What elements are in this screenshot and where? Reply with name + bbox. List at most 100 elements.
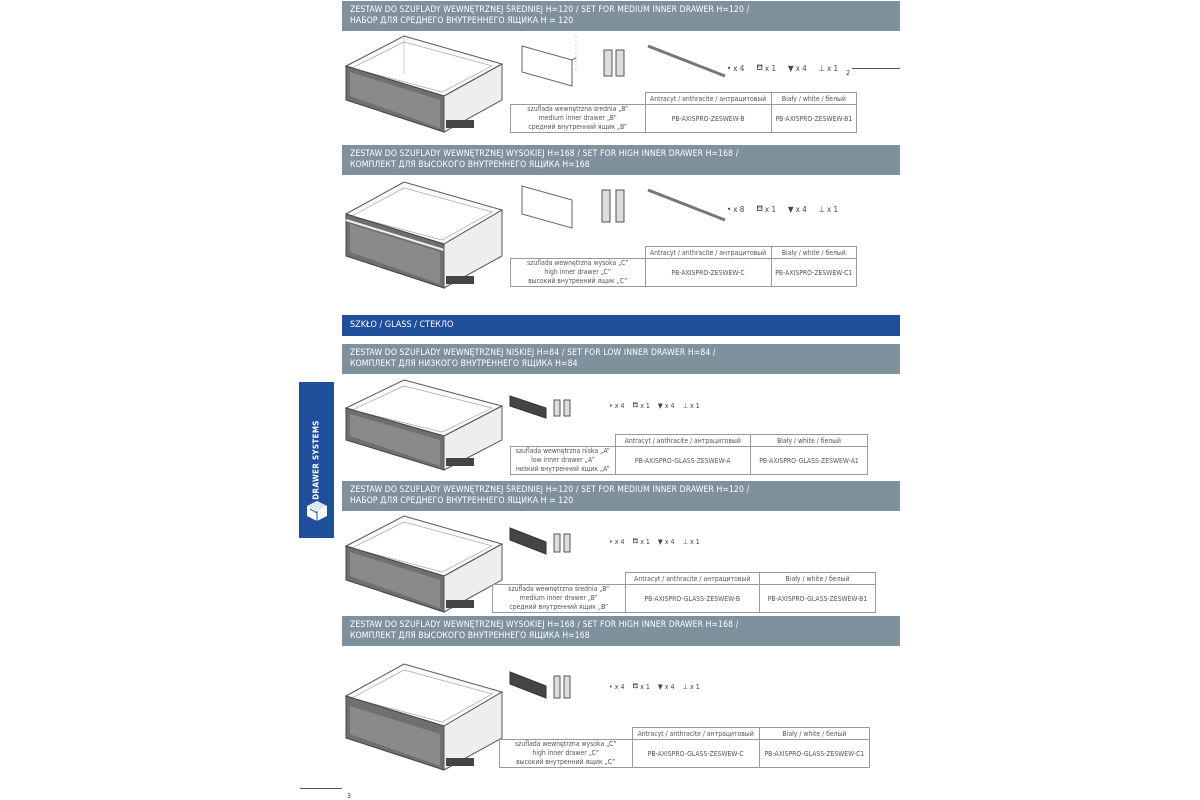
parts-illustration	[509, 395, 571, 419]
margin-number: 2	[846, 69, 851, 77]
code-anthracite: PB-AXISPRO-ZESWEW-B	[644, 104, 772, 133]
bracket-icon: ⛾	[632, 682, 639, 690]
parts-illustration	[521, 185, 726, 229]
header-anthracite: Antracyt / anthracite / антрацитовый	[614, 434, 751, 447]
header-anthracite: Antracyt / anthracite / антрацитовый	[624, 572, 760, 585]
screw-icon: •	[727, 204, 732, 214]
set-header-4: ZESTAW DO SZUFLADY WEWNĘTRZNEJ ŚREDNIEJ …	[342, 481, 900, 511]
bracket-icon: ⛾	[632, 401, 639, 409]
accessories-list: •x 8 ⛾x 1 ▼x 4 ⊥x 1	[727, 204, 838, 214]
screw-qty: x 4	[614, 682, 625, 691]
clip-icon: ⊥	[682, 537, 689, 546]
drawer-systems-tab: DRAWER SYSTEMS	[299, 382, 334, 538]
clip-qty: x 1	[690, 682, 700, 691]
screw-qty: x 8	[733, 204, 745, 214]
margin-rule	[852, 68, 900, 69]
product-desc: szuflada wewnętrzna wysoka „C”high inner…	[510, 258, 646, 287]
clip-icon: ⊥	[818, 204, 825, 214]
code-anthracite: PB-AXISPRO-ZESWEW-C	[644, 258, 772, 287]
bracket-qty: x 1	[640, 537, 650, 546]
bolt-icon: ▼	[657, 537, 663, 546]
set-title-line1: ZESTAW DO SZUFLADY WEWNĘTRZNEJ WYSOKIEJ …	[350, 149, 739, 159]
parts-illustration	[509, 527, 571, 555]
set-title-line2: КОМПЛЕКТ ДЛЯ НИЗКОГО ВНУТРЕННЕГО ЯЩИКА Н…	[350, 359, 578, 369]
product-table: Antracyt / anthracite / антрацитовый Bia…	[510, 92, 858, 133]
bracket-icon: ⛾	[632, 537, 639, 545]
bracket-qty: x 1	[764, 204, 777, 214]
code-anthracite: PB-AXISPRO-GLASS-ZESWEW-B	[624, 584, 760, 613]
screw-qty: x 4	[614, 537, 625, 546]
drawer-illustration	[344, 181, 504, 289]
code-white: PB-AXISPRO-GLASS-ZESWEW-B1	[758, 584, 877, 613]
set-header-2: ZESTAW DO SZUFLADY WEWNĘTRZNEJ WYSOKIEJ …	[342, 145, 900, 175]
code-anthracite: PB-AXISPRO-GLASS-ZESWEW-C	[631, 739, 760, 768]
header-anthracite: Antracyt / anthracite / антрацитовый	[631, 727, 760, 740]
glass-section-bar: SZKŁO / GLASS / СТЕКЛО	[342, 315, 900, 336]
bracket-qty: x 1	[764, 63, 777, 73]
header-white: Biały / white / белый	[770, 246, 858, 259]
accessories-list: •x 4 ⛾x 1 ▼x 4 ⊥x 1	[727, 63, 838, 73]
bolt-qty: x 4	[795, 63, 807, 73]
product-desc: szuflada wewnętrzna średnia „B”medium in…	[492, 584, 626, 613]
bolt-icon: ▼	[657, 401, 663, 410]
set-header-1: ZESTAW DO SZUFLADY WEWNĘTRZNEJ ŚREDNIEJ …	[342, 1, 900, 31]
page-number: 3	[347, 792, 352, 800]
bolt-qty: x 4	[795, 204, 807, 214]
drawer-illustration	[344, 35, 504, 133]
screw-qty: x 4	[614, 401, 625, 410]
drawer-illustration	[344, 663, 504, 771]
screw-icon: •	[609, 537, 613, 546]
clip-qty: x 1	[690, 537, 700, 546]
set-title-line1: ZESTAW DO SZUFLADY WEWNĘTRZNEJ WYSOKIEJ …	[350, 620, 739, 630]
product-table: Antracyt / anthracite / антрацитовый Bia…	[492, 572, 877, 613]
accessories-list: •x 4 ⛾x 1 ▼x 4 ⊥x 1	[609, 537, 700, 546]
clip-qty: x 1	[827, 204, 839, 214]
drawer-box-icon	[307, 501, 327, 521]
accessories-list: •x 4 ⛾x 1 ▼x 4 ⊥x 1	[609, 401, 700, 410]
screw-icon: •	[609, 401, 613, 410]
bolt-icon: ▼	[788, 204, 794, 214]
product-desc: szuflada wewnętrzna niska „A”low inner d…	[510, 446, 616, 475]
product-table: Antracyt / anthracite / антрацитовый Bia…	[510, 246, 858, 287]
screw-icon: •	[609, 682, 613, 691]
parts-illustration	[509, 671, 571, 699]
bolt-qty: x 4	[664, 537, 675, 546]
drawer-illustration	[344, 379, 504, 471]
code-anthracite: PB-AXISPRO-GLASS-ZESWEW-A	[614, 446, 751, 475]
product-table: Antracyt / anthracite / антрацитовый Bia…	[499, 727, 871, 768]
set-title-line2: НАБОР ДЛЯ СРЕДНЕГО ВНУТРЕННЕГО ЯЩИКА Н =…	[350, 16, 574, 26]
clip-qty: x 1	[690, 401, 700, 410]
accessories-list: •x 4 ⛾x 1 ▼x 4 ⊥x 1	[609, 682, 700, 691]
code-white: PB-AXISPRO-ZESWEW-B1	[770, 104, 858, 133]
bracket-icon: ⛾	[756, 204, 763, 213]
set-title-line2: НАБОР ДЛЯ СРЕДНЕГО ВНУТРЕННЕГО ЯЩИКА Н =…	[350, 496, 574, 506]
bolt-icon: ▼	[788, 63, 794, 73]
header-anthracite: Antracyt / anthracite / антрацитовый	[644, 246, 772, 259]
drawer-systems-label: DRAWER SYSTEMS	[311, 420, 321, 500]
bracket-qty: x 1	[640, 401, 650, 410]
screw-icon: •	[727, 63, 732, 73]
set-header-3: ZESTAW DO SZUFLADY WEWNĘTRZNEJ NISKIEJ H…	[342, 344, 900, 374]
bolt-qty: x 4	[664, 401, 675, 410]
drawer-illustration	[344, 515, 504, 613]
product-table: Antracyt / anthracite / антрацитовый Bia…	[510, 434, 868, 475]
code-white: PB-AXISPRO-GLASS-ZESWEW-A1	[750, 446, 868, 475]
code-white: PB-AXISPRO-GLASS-ZESWEW-C1	[758, 739, 871, 768]
bolt-qty: x 4	[664, 682, 675, 691]
header-white: Biały / white / белый	[758, 727, 871, 740]
set-title-line2: КОМПЛЕКТ ДЛЯ ВЫСОКОГО ВНУТРЕННЕГО ЯЩИКА …	[350, 160, 590, 170]
set-title-line2: КОМПЛЕКТ ДЛЯ ВЫСОКОГО ВНУТРЕННЕГО ЯЩИКА …	[350, 631, 590, 641]
set-title-line1: ZESTAW DO SZUFLADY WEWNĘTRZNEJ ŚREDNIEJ …	[350, 485, 750, 495]
header-anthracite: Antracyt / anthracite / антрацитовый	[644, 92, 772, 105]
clip-icon: ⊥	[682, 401, 689, 410]
clip-icon: ⊥	[682, 682, 689, 691]
header-white: Biały / white / белый	[770, 92, 858, 105]
set-header-5: ZESTAW DO SZUFLADY WEWNĘTRZNEJ WYSOKIEJ …	[342, 616, 900, 646]
set-title-line1: ZESTAW DO SZUFLADY WEWNĘTRZNEJ NISKIEJ H…	[350, 348, 716, 358]
bolt-icon: ▼	[657, 682, 663, 691]
header-white: Biały / white / белый	[750, 434, 868, 447]
footer-rule	[300, 788, 342, 789]
screw-qty: x 4	[733, 63, 745, 73]
product-desc: szuflada wewnętrzna średnia „B”medium in…	[510, 104, 646, 133]
product-desc: szuflada wewnętrzna wysoka „C”high inner…	[499, 739, 633, 768]
